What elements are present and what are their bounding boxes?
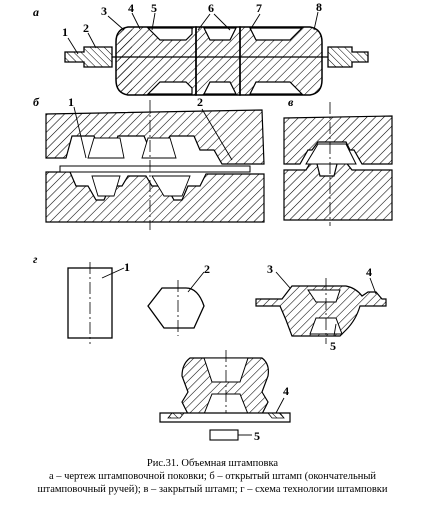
stamping-diagram: а 1 2 3 4 5 6 7 8 б [33, 0, 393, 443]
label-g-4: 4 [366, 265, 372, 279]
label-a-4: 4 [128, 1, 134, 15]
flash-strip [64, 46, 369, 68]
label-a-2: 2 [83, 21, 89, 35]
panel-g-technology-scheme: г 1 2 3 4 5 4 5 [33, 252, 387, 443]
label-a-8: 8 [316, 0, 322, 14]
label-a-3: 3 [101, 4, 107, 18]
forging-middle-cavities [203, 27, 237, 95]
panel-a-forging-drawing: а 1 2 3 4 5 6 7 8 [33, 0, 369, 96]
closed-lower-die [283, 159, 393, 221]
panel-b-label: б [33, 95, 40, 109]
label-g-5b: 5 [254, 429, 260, 443]
figure-caption: Рис.31. Объемная штамповка а – чертеж шт… [0, 457, 425, 496]
label-g-5: 5 [330, 339, 336, 353]
panel-b-open-die: б 1 2 [33, 95, 265, 230]
label-a-6: 6 [208, 1, 214, 15]
label-g-2: 2 [204, 262, 210, 276]
label-a-5: 5 [151, 1, 157, 15]
caption-title: Рис.31. Объемная штамповка [146, 458, 279, 469]
forging-right-body [239, 26, 323, 96]
forging-right-cavities [249, 27, 304, 95]
lower-die [45, 171, 265, 223]
forging-section-upper [87, 137, 177, 159]
label-g-4b: 4 [283, 384, 289, 398]
forging-with-flash [255, 285, 387, 337]
punched-wad [209, 429, 239, 441]
forging-with-flash-cavities [307, 289, 343, 335]
panel-v-closed-die: в [283, 95, 393, 226]
label-a-7: 7 [256, 1, 262, 15]
label-b-2: 2 [197, 95, 203, 109]
label-g-3: 3 [267, 262, 273, 276]
upset-billet [147, 287, 205, 329]
closed-upper-die [283, 115, 393, 165]
caption-line-1: а – чертеж штамповочной поковки; б – отк… [48, 471, 377, 482]
panel-a-label: а [33, 5, 39, 19]
closed-forging [305, 143, 357, 165]
trimmed-flash [159, 412, 291, 423]
forging-left-cavities [146, 27, 193, 95]
flash-gap [59, 165, 251, 173]
panel-g-label: г [33, 252, 38, 266]
caption-line-2: штамповочный ручей); в – закрытый штамп;… [37, 484, 388, 495]
forging-left-body [115, 26, 197, 96]
label-b-1: 1 [68, 95, 74, 109]
label-g-1: 1 [124, 260, 130, 274]
panel-v-label: в [288, 95, 294, 109]
forging-section-lower [91, 175, 191, 197]
label-a-1: 1 [62, 25, 68, 39]
